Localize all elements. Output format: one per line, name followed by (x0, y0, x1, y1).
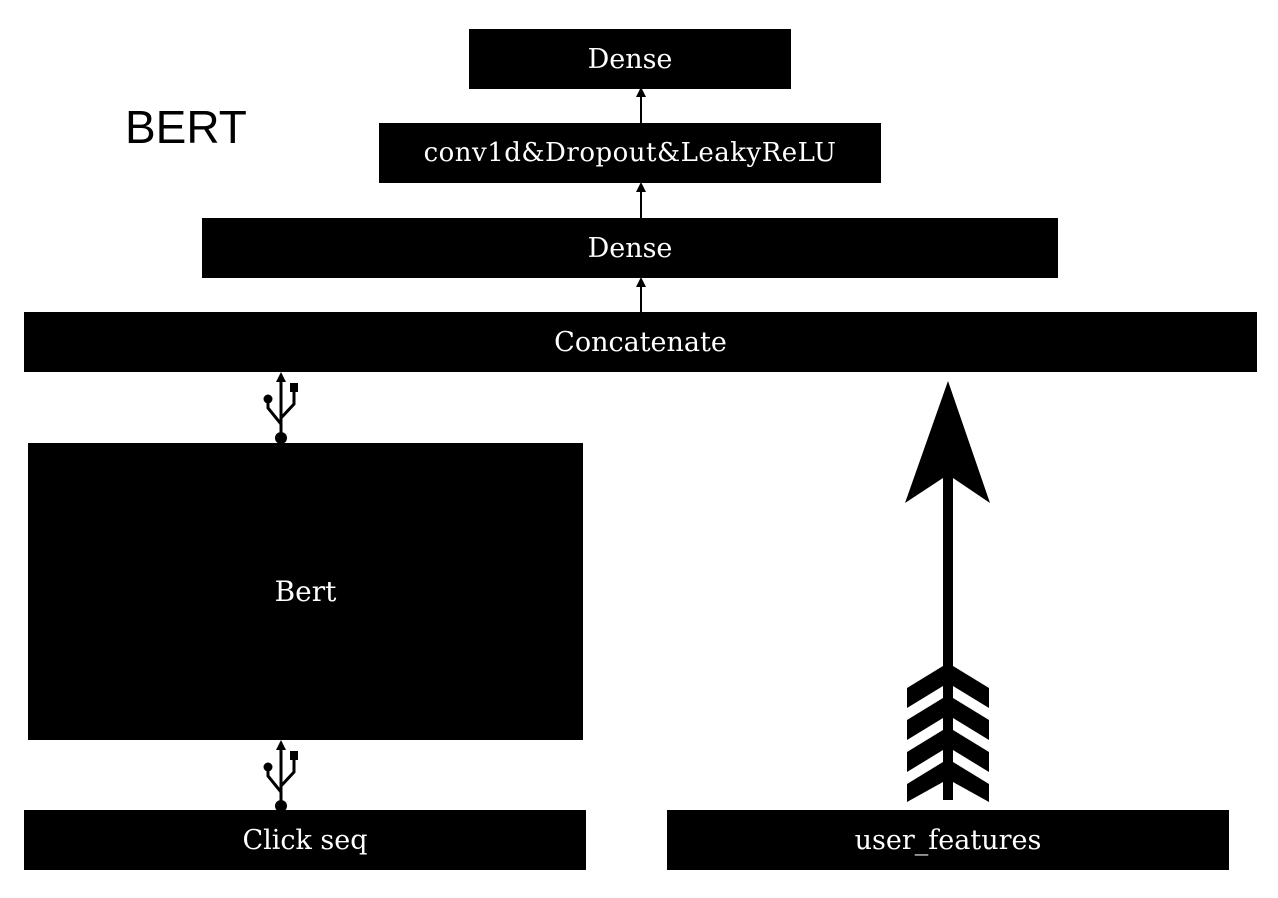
bert-node: Bert (28, 443, 583, 740)
arrow-concat-to-dense-mid (636, 277, 646, 312)
conv-dropout-leakyrelu-node: conv1d&Dropout&LeakyReLU (379, 123, 881, 183)
usb-arrow-icon (263, 740, 298, 812)
fletched-arrow-icon (905, 381, 990, 802)
user-features-node: user_features (667, 810, 1229, 870)
usb-arrow-icon (263, 372, 298, 444)
concatenate-node: Concatenate (24, 312, 1257, 372)
arrow-dense-mid-to-conv (636, 182, 646, 218)
arrow-conv-to-dense-top (636, 87, 646, 123)
dense-top-node: Dense (469, 29, 791, 89)
diagram-title: BERT (125, 101, 247, 153)
dense-middle-node: Dense (202, 218, 1058, 278)
click-seq-node: Click seq (24, 810, 586, 870)
